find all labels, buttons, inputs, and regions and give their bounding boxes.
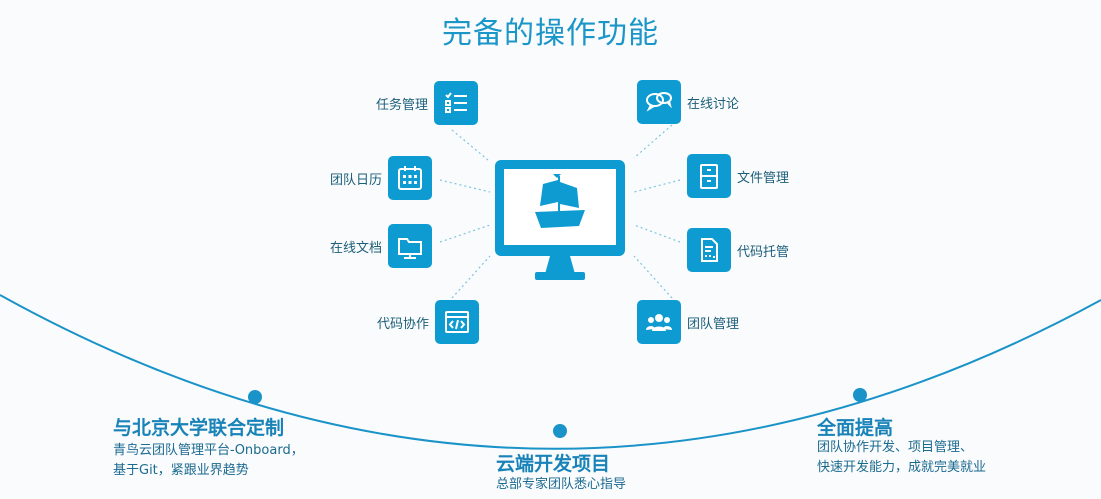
task-list-icon (434, 81, 479, 125)
milestone-line: 青鸟云团队管理平台-Onboard， (113, 443, 304, 458)
code-window-icon (435, 300, 480, 344)
feature-online-docs[interactable]: 在线文档 (330, 224, 433, 268)
chat-bubbles-icon (637, 80, 681, 124)
feature-label: 团队管理 (687, 316, 740, 332)
feature-label: 代码协作 (377, 316, 430, 332)
milestone-title-2: 云端开发项目 (496, 453, 611, 475)
feature-label: 在线讨论 (687, 96, 740, 112)
milestone-dot-3 (853, 388, 867, 402)
milestone-desc-2: 总部专家团队悉心指导 (496, 475, 626, 495)
timeline-arc (0, 294, 1101, 450)
milestone-line: 基于Git，紧跟业界趋势 (113, 463, 249, 478)
team-icon (637, 300, 681, 344)
file-cabinet-icon (687, 154, 731, 198)
milestone-dot-2 (553, 424, 567, 438)
feature-file-management[interactable]: 文件管理 (687, 154, 789, 198)
feature-label: 代码托管 (737, 244, 790, 260)
feature-code-collaboration[interactable]: 代码协作 (377, 300, 480, 344)
milestone-line: 团队协作开发、项目管理、 (817, 440, 974, 455)
dotted-connectors (439, 124, 681, 299)
milestone-title-1: 与北京大学联合定制 (113, 417, 285, 439)
feature-code-hosting[interactable]: 代码托管 (687, 228, 789, 272)
milestone-desc-1: 青鸟云团队管理平台-Onboard， 基于Git，紧跟业界趋势 (113, 441, 304, 481)
feature-label: 在线文档 (330, 240, 383, 256)
feature-team-calendar[interactable]: 团队日历 (330, 156, 433, 200)
feature-team-management[interactable]: 团队管理 (637, 300, 739, 344)
milestone-desc-3: 团队协作开发、项目管理、 快速开发能力，成就完美就业 (817, 438, 986, 478)
feature-label: 团队日历 (330, 172, 383, 188)
ship-icon (535, 174, 585, 228)
folder-icon (388, 224, 433, 268)
feature-task-management[interactable]: 任务管理 (376, 81, 479, 125)
monitor-ship-logo (495, 160, 625, 280)
page-title: 完备的操作功能 (442, 16, 659, 51)
feature-online-discussion[interactable]: 在线讨论 (637, 80, 739, 124)
calendar-icon (388, 156, 433, 200)
milestone-line: 快速开发能力，成就完美就业 (817, 460, 987, 475)
milestone-title-3: 全面提高 (817, 417, 894, 439)
feature-label: 文件管理 (737, 170, 790, 186)
feature-label: 任务管理 (376, 97, 429, 113)
milestone-dot-1 (248, 390, 262, 404)
code-document-icon (687, 228, 731, 272)
milestone-line: 总部专家团队悉心指导 (496, 477, 627, 492)
